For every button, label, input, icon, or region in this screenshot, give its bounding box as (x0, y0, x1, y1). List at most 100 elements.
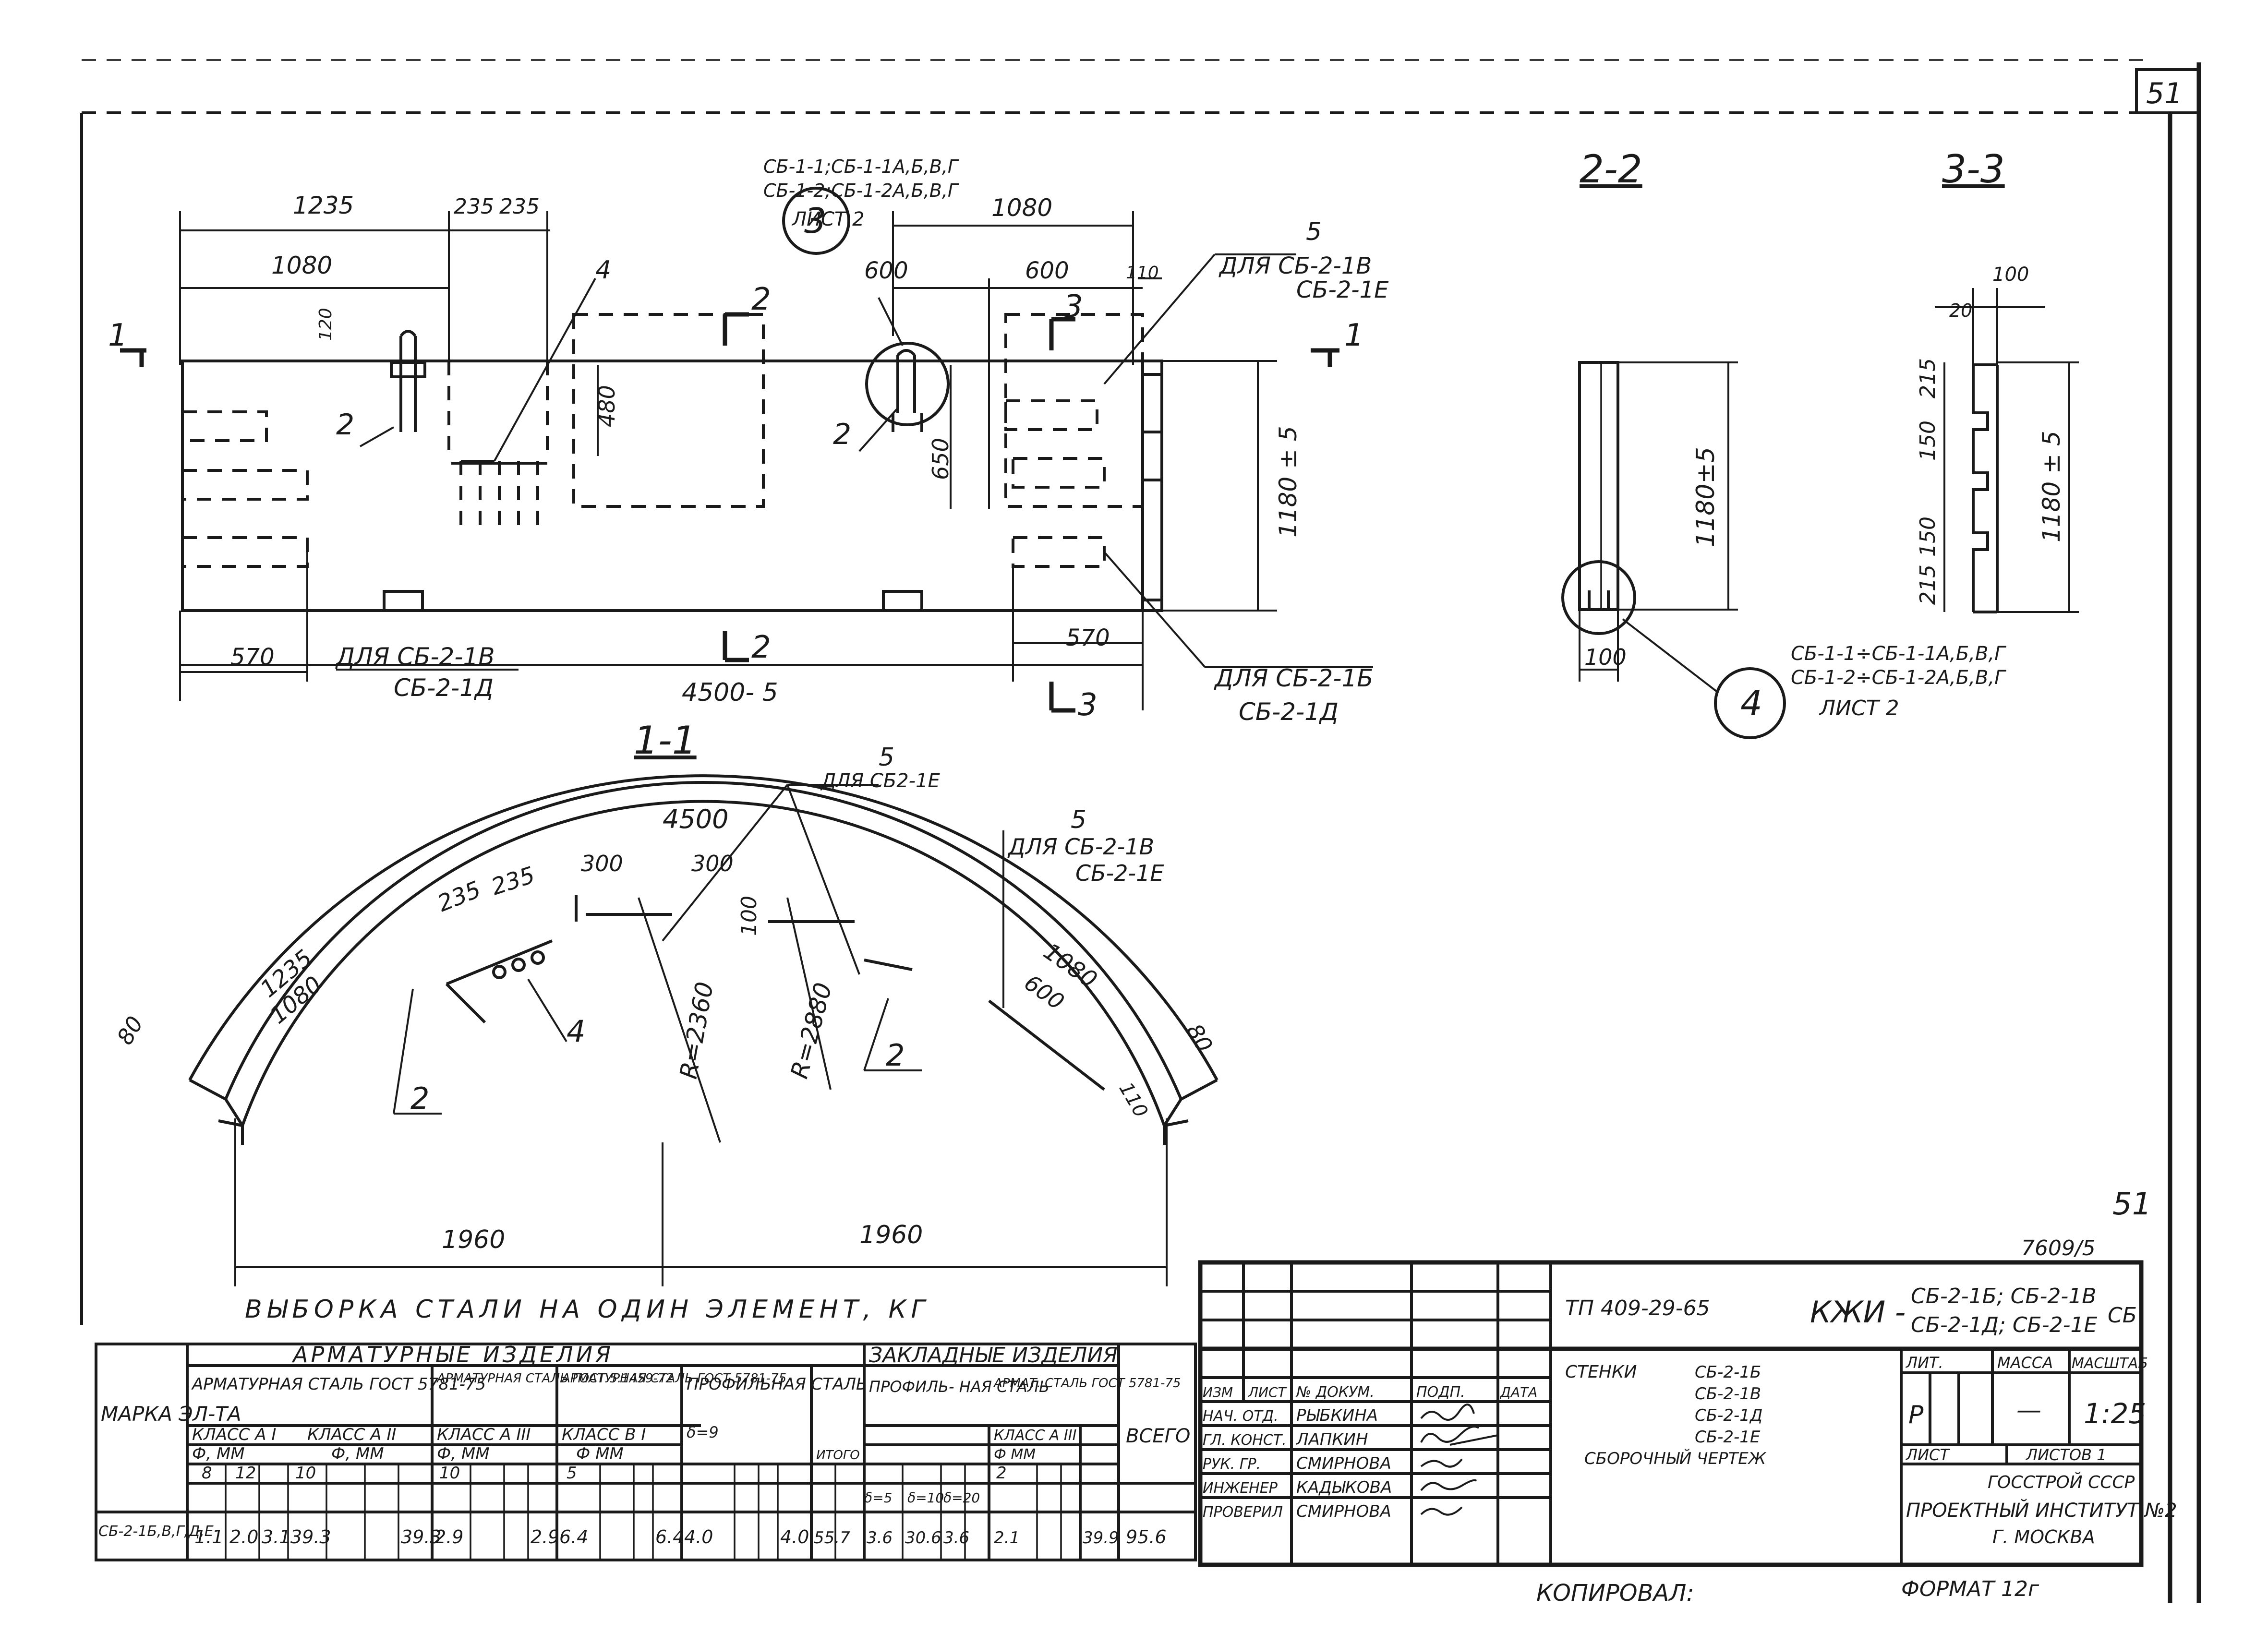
plan-dim-1235: 1235 (293, 192, 354, 219)
stamp-r5-name: СМИРНОВА (1296, 1502, 1391, 1521)
table-h-8: 8 (202, 1464, 212, 1483)
footer-copied: КОПИРОВАЛ: (1536, 1580, 1694, 1607)
section-1-1-arc (188, 774, 1218, 1286)
plan-dim-110: 110 (1126, 263, 1159, 283)
section-mark-1-right: 1 (1344, 318, 1364, 353)
title-block-grid (1198, 1260, 2144, 1567)
stamp-title-item-2: СБ-2-1В (1695, 1384, 1761, 1404)
page-number: 51 (2112, 1187, 2151, 1222)
plan-dim-1080-left: 1080 (271, 252, 332, 279)
callout-4-line2: СБ-1-2÷СБ-1-2А,Б,В,Г (1791, 667, 2006, 689)
section-3-3-dim-215-bottom: 215 (1916, 564, 1940, 605)
table-val-6: 2.9 (434, 1526, 463, 1548)
arc-pos-2-right: 2 (886, 1038, 905, 1073)
table-phi-mm-a: Ф, ММ (192, 1444, 245, 1464)
stamp-lit-value: Р (1908, 1401, 1924, 1429)
plan-dim-650: 650 (928, 438, 953, 480)
arc-pos-5-right: 5 (1071, 805, 1086, 834)
table-class-a3: КЛАСС А III (437, 1425, 531, 1444)
table-val-8: 6.4 (559, 1526, 588, 1548)
sheet-border (80, 59, 2201, 1603)
stamp-r1-role: НАЧ. ОТД. (1203, 1408, 1279, 1425)
stamp-org-3: Г. МОСКВА (1992, 1526, 2095, 1548)
stamp-r2-name: ЛАПКИН (1295, 1430, 1368, 1449)
plan-dim-480: 480 (594, 385, 620, 427)
callout-4-line1: СБ-1-1÷СБ-1-1А,Б,В,Г (1791, 643, 2006, 665)
section-mark-2-bottom: 2 (751, 630, 771, 665)
table-val-3: 3.1 (262, 1526, 290, 1548)
plan-dim-600b: 600 (1025, 257, 1069, 284)
arc-note-5-right-2: СБ-2-1Е (1075, 860, 1164, 886)
stamp-designation-1: СБ-2-1Б; СБ-2-1В (1911, 1284, 2096, 1308)
steel-table-grid (95, 1343, 1197, 1561)
detail-3-circle (865, 342, 950, 426)
stamp-h-izm: ИЗМ (1203, 1384, 1233, 1400)
plan-ref-note-3: ЛИСТ 2 (791, 208, 865, 230)
stamp-title-item-1: СБ-2-1Б (1695, 1363, 1761, 1382)
stamp-designation-suffix: СБ (2108, 1303, 2137, 1328)
table-phi-mm-d: Ф ММ (576, 1444, 624, 1464)
plan-note-bottom-left-2: СБ-2-1Д (394, 674, 494, 702)
table-h-d10: δ=10 (907, 1490, 944, 1506)
table-h-10b: 10 (439, 1464, 460, 1483)
table-h-5: 5 (567, 1464, 577, 1483)
table-val-11: 4.0 (780, 1526, 809, 1548)
table-phi-mm-e: Ф ММ (994, 1446, 1036, 1463)
stamp-r1-name: РЫБКИНА (1296, 1406, 1378, 1425)
stamp-org-1: ГОССТРОЙ СССР (1988, 1472, 2135, 1492)
section-3-3-dim-height: 1180 ± 5 (2038, 431, 2065, 542)
stamp-h-sheets: ЛИСТОВ 1 (2026, 1446, 2107, 1464)
plan-note-bottom-right-1: ДЛЯ СБ-2-1Б (1214, 664, 1374, 692)
table-phi-mm-c: Ф, ММ (437, 1444, 490, 1464)
plan-note-bottom-left-1: ДЛЯ СБ-2-1В (335, 643, 495, 671)
table-val-18: 95.6 (1126, 1526, 1167, 1548)
stamp-massa-value: — (2016, 1396, 2041, 1425)
stamp-title-label: СТЕНКИ (1565, 1362, 1637, 1382)
table-val-2: 2.0 (229, 1526, 258, 1548)
arc-note-5-right-1: ДЛЯ СБ-2-1В (1007, 834, 1154, 860)
plan-dim-570-right: 570 (1066, 624, 1110, 651)
callout-4-line3: ЛИСТ 2 (1819, 696, 1899, 720)
arc-dim-1960-right: 1960 (859, 1221, 923, 1249)
table-val-13: 3.6 (867, 1528, 893, 1548)
footer-format: ФОРМАТ 12г (1901, 1577, 2039, 1601)
stamp-project-code: ТП 409-29-65 (1565, 1296, 1710, 1320)
section-2-2-dim-100: 100 (1584, 644, 1627, 670)
table-val-7: 2.9 (531, 1526, 559, 1548)
table-arm-izdeliya: АРМАТУРНЫЕ ИЗДЕЛИЯ (291, 1342, 614, 1368)
table-h-10a: 10 (295, 1464, 316, 1483)
stamp-title-item-4: СБ-2-1Е (1695, 1428, 1761, 1447)
stamp-org-2: ПРОЕКТНЫЙ ИНСТИТУТ №2 (1906, 1499, 2177, 1522)
section-mark-1-left: 1 (108, 318, 128, 353)
plan-note-5-line2: СБ-2-1Е (1296, 276, 1389, 303)
section-mark-3-bottom: 3 (1078, 687, 1098, 723)
stamp-h-list: ЛИСТ (1248, 1384, 1287, 1400)
stamp-designation-2: СБ-2-1Д; СБ-2-1Е (1911, 1313, 2097, 1337)
stamp-prefix: КЖИ - (1810, 1295, 1906, 1330)
section-1-1-title: 1-1 (634, 718, 697, 763)
plan-dim-235a: 235 (454, 194, 494, 219)
callout-4-circle (1714, 667, 1786, 739)
arc-note-5-center: ДЛЯ СБ2-1Е (820, 770, 941, 792)
table-class-a2: КЛАСС А II (307, 1425, 396, 1444)
table-zakl-arm: АРМАТ. СТАЛЬ ГОСТ 5781-75 (993, 1376, 1181, 1391)
table-zakl-profile: ПРОФИЛЬ- НАЯ СТАЛЬ (869, 1378, 1050, 1396)
section-3-3-dim-150-bottom: 150 (1916, 516, 1940, 557)
arc-dim-4500: 4500 (663, 804, 728, 834)
section-3-3-dim-215-top: 215 (1916, 358, 1940, 398)
plan-dim-length: 4500- 5 (682, 678, 778, 707)
arc-pos-5-center: 5 (879, 743, 894, 772)
stamp-title-item-3: СБ-2-1Д (1695, 1406, 1762, 1425)
table-arm-steel-2: АРМАТУРНАЯ СТАЛЬ ГОСТ 5.1459-72 (436, 1371, 674, 1386)
section-3-3 (1935, 288, 2079, 613)
plan-dim-height: 1180 ± 5 (1274, 426, 1302, 538)
table-val-15: 3.6 (943, 1528, 969, 1548)
stamp-r4-name: КАДЫКОВА (1296, 1478, 1392, 1497)
dashed-embedded-zone-center (572, 313, 765, 508)
table-h-2: 2 (996, 1464, 1007, 1483)
arc-dim-1960-left: 1960 (442, 1225, 505, 1254)
plan-pos-2-left: 2 (336, 408, 354, 442)
archive-number: 7609/5 (2021, 1236, 2096, 1260)
table-zakl-izdeliya: ЗАКЛАДНЫЕ ИЗДЕЛИЯ (869, 1343, 1118, 1368)
